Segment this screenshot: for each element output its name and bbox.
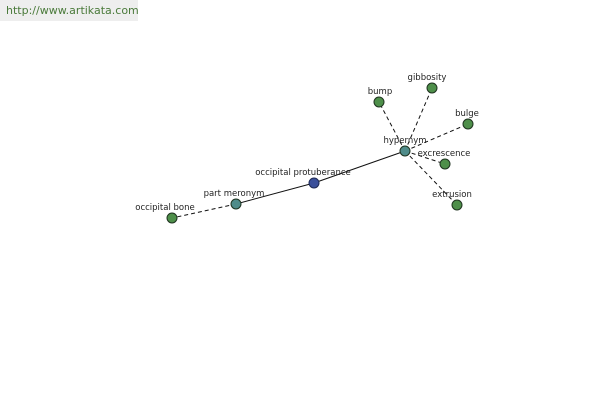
label-bump[interactable]: bump (368, 87, 392, 97)
edge-center-to-hypernym (313, 150, 406, 184)
label-occipital-bone[interactable]: occipital bone (135, 203, 194, 213)
edge-hypernym-to-bulge (404, 123, 469, 152)
node-occipital-bone[interactable] (166, 212, 178, 224)
node-bulge[interactable] (462, 118, 474, 130)
node-excrescence[interactable] (439, 158, 451, 170)
url-banner: http://www.artikata.com (0, 0, 139, 21)
node-gibbosity[interactable] (426, 82, 438, 94)
edge-center-to-part-meronym (235, 182, 315, 205)
node-hypernym[interactable] (399, 145, 411, 157)
labels: occipital protuberance part meronym occi… (135, 73, 479, 213)
label-gibbosity[interactable]: gibbosity (408, 73, 447, 83)
node-part-meronym[interactable] (230, 198, 242, 210)
edge-part-meronym-to-occipital-bone (171, 203, 237, 219)
edge-hypernym-to-gibbosity (404, 87, 433, 152)
site-url[interactable]: http://www.artikata.com (6, 4, 139, 17)
edges (171, 87, 469, 219)
label-extrusion[interactable]: extrusion (432, 190, 472, 200)
edge-hypernym-to-extrusion (404, 150, 458, 206)
label-occipital-protuberance[interactable]: occipital protuberance (255, 168, 351, 178)
edge-hypernym-to-bump (378, 101, 406, 152)
nodes (166, 82, 474, 224)
edge-hypernym-to-excrescence (404, 150, 446, 165)
label-hypernym[interactable]: hypernym (383, 136, 426, 146)
node-occipital-protuberance[interactable] (308, 177, 320, 189)
node-bump[interactable] (373, 96, 385, 108)
label-excrescence[interactable]: excrescence (418, 149, 471, 159)
label-part-meronym[interactable]: part meronym (204, 189, 265, 199)
node-extrusion[interactable] (451, 199, 463, 211)
label-bulge[interactable]: bulge (455, 109, 479, 119)
